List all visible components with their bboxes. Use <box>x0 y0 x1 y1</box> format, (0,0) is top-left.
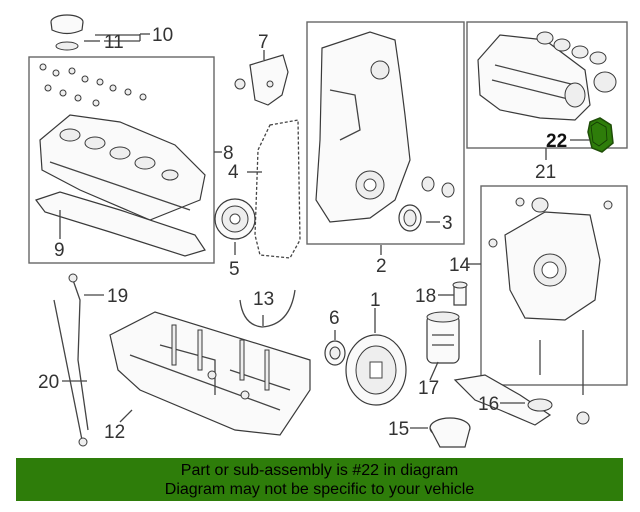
callout-22: 22 <box>546 131 567 152</box>
crank-sprocket-small <box>324 340 346 366</box>
callout-17: 17 <box>418 378 439 399</box>
oil-filter <box>426 311 460 364</box>
callout-5: 5 <box>229 259 240 280</box>
oil-pan <box>109 311 311 436</box>
crank-seal <box>398 176 455 232</box>
crank-sprocket <box>214 198 256 240</box>
oil-pump <box>488 197 613 425</box>
timing-cover <box>315 31 411 223</box>
callout-3: 3 <box>442 213 453 234</box>
oil-strainer <box>429 374 553 448</box>
callout-7: 7 <box>258 32 269 53</box>
valve-cover <box>39 114 206 221</box>
callout-10: 10 <box>152 25 173 46</box>
timing-cover-box <box>306 21 465 245</box>
callout-12: 12 <box>104 422 125 443</box>
callout-14: 14 <box>449 255 471 276</box>
callout-8: 8 <box>223 143 234 164</box>
filter-fitting <box>452 281 468 306</box>
intake-gaskets <box>536 31 617 93</box>
callout-20: 20 <box>38 372 59 393</box>
callout-9: 9 <box>54 240 65 261</box>
throttle-body-gasket-highlight <box>587 117 614 153</box>
valve-cover-gasket <box>35 191 206 257</box>
callout-labels: 10 11 7 8 4 9 5 2 3 22 21 14 13 6 1 18 1… <box>38 25 567 443</box>
callout-13: 13 <box>253 289 274 310</box>
callout-1: 1 <box>370 290 381 311</box>
valve-cover-bolts <box>39 63 147 107</box>
intake-manifold-box <box>466 21 628 149</box>
dipstick <box>53 273 89 447</box>
callout-6: 6 <box>329 308 340 329</box>
oil-pump-box <box>480 185 628 386</box>
timing-chain <box>254 119 301 259</box>
intake-manifold <box>477 34 591 121</box>
valve-cover-box <box>28 56 215 264</box>
callout-2: 2 <box>376 256 387 277</box>
callout-21: 21 <box>535 162 556 183</box>
callout-18: 18 <box>415 286 436 307</box>
oil-filler-cap <box>50 14 84 51</box>
banner-line-part: Part or sub-assembly is #22 in diagram <box>180 462 459 479</box>
crank-pulley <box>345 334 407 406</box>
info-banner: Part or sub-assembly is #22 in diagram D… <box>16 458 623 501</box>
oil-pan-seal <box>239 289 296 328</box>
callout-11: 11 <box>104 32 124 53</box>
callout-15: 15 <box>388 419 409 440</box>
leader-lines <box>59 33 590 429</box>
banner-line-disclaimer: Diagram may not be specific to your vehi… <box>164 481 475 498</box>
callout-16: 16 <box>478 394 499 415</box>
callout-4: 4 <box>228 162 239 183</box>
tensioner-bracket <box>234 54 289 106</box>
callout-19: 19 <box>107 286 128 307</box>
